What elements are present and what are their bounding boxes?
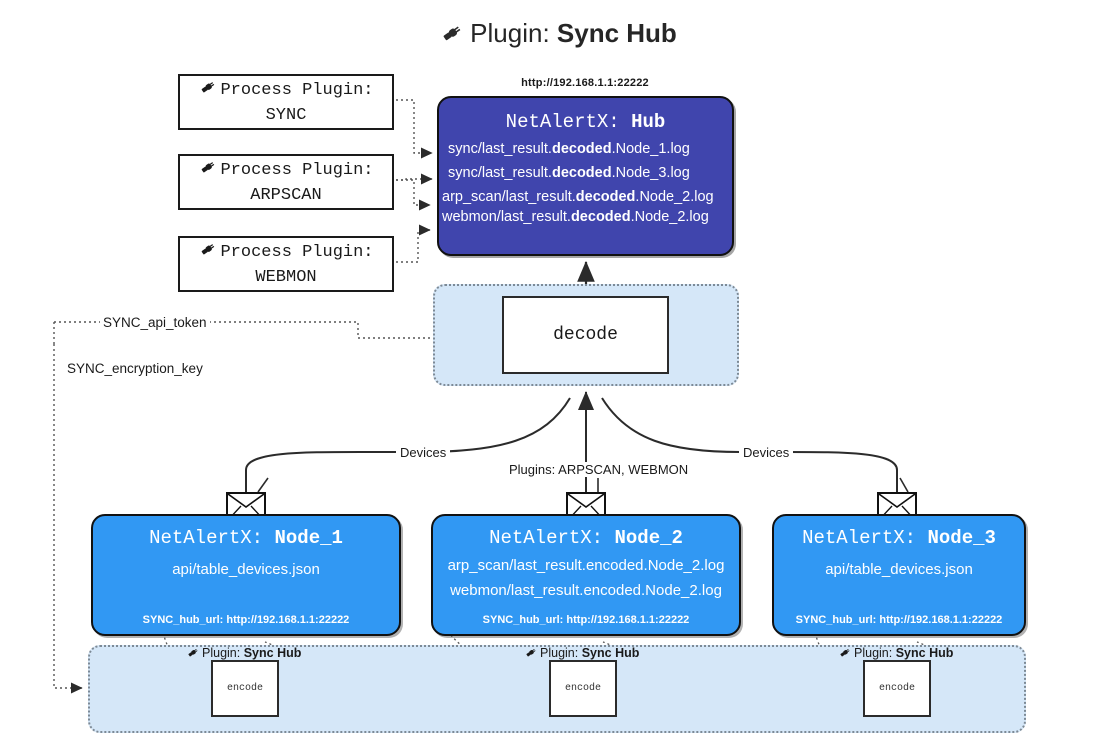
- node-title-prefix: NetAlertX:: [802, 527, 917, 549]
- plugin-name: Sync Hub: [243, 646, 302, 660]
- node-footer: SYNC_hub_url: http://192.168.1.1:22222: [795, 614, 1003, 626]
- node-title-name: Node_3: [927, 527, 996, 549]
- node-title: NetAlertX: Node_1: [93, 527, 399, 549]
- hub-log-line: sync/last_result.decoded.Node_3.log: [439, 165, 732, 181]
- process-plugin-label: Process Plugin:: [220, 243, 374, 262]
- process-plugin-name: ARPSCAN: [250, 185, 322, 205]
- process-plugin-box-webmon[interactable]: Process Plugin: WEBMON: [178, 236, 394, 292]
- sync-hub-plugin-label-1: Plugin: Sync Hub: [186, 646, 301, 662]
- process-plugin-name: SYNC: [265, 105, 307, 125]
- log-pre: arp_scan/last_result.: [442, 189, 576, 205]
- process-plugin-label: Process Plugin:: [220, 161, 374, 180]
- node-line: webmon/last_result.encoded.Node_2.log: [450, 582, 722, 599]
- log-pre: sync/last_result.: [448, 165, 552, 181]
- hub-title-name: Hub: [631, 111, 666, 133]
- hub-title-prefix: NetAlertX:: [505, 111, 620, 133]
- hub-box[interactable]: NetAlertX: Hub sync/last_result.decoded.…: [437, 96, 734, 256]
- node-title-name: Node_1: [274, 527, 343, 549]
- hub-title: NetAlertX: Hub: [439, 111, 732, 133]
- node-footer: SYNC_hub_url: http://192.168.1.1:22222: [482, 614, 690, 626]
- plug-icon: [838, 646, 852, 662]
- node-title: NetAlertX: Node_2: [433, 527, 739, 549]
- plug-icon: [198, 240, 218, 266]
- process-plugin-name: WEBMON: [255, 267, 317, 287]
- plugin-name: Sync Hub: [581, 646, 640, 660]
- process-plugin-box-sync[interactable]: Process Plugin: SYNC: [178, 74, 394, 130]
- log-bold: decoded: [551, 141, 612, 157]
- node-box-2[interactable]: NetAlertX: Node_2 arp_scan/last_result.e…: [431, 514, 741, 636]
- log-pre: sync/last_result.: [448, 141, 552, 157]
- title-plugin-name: Sync Hub: [556, 18, 677, 48]
- node-box-3[interactable]: NetAlertX: Node_3 api/table_devices.json…: [772, 514, 1026, 636]
- decode-box[interactable]: decode: [502, 296, 669, 374]
- log-post: .Node_2.log: [635, 189, 714, 205]
- plugin-prefix: Plugin:: [540, 646, 579, 660]
- devices-label-left: Devices: [396, 445, 451, 460]
- log-pre: webmon/last_result.: [442, 209, 571, 225]
- log-post: .Node_3.log: [611, 165, 690, 181]
- node-line: api/table_devices.json: [172, 561, 320, 578]
- page-title: Plugin: Sync Hub: [0, 18, 1117, 52]
- node-box-1[interactable]: NetAlertX: Node_1 api/table_devices.json…: [91, 514, 401, 636]
- node-title-prefix: NetAlertX:: [489, 527, 604, 549]
- node-title-name: Node_2: [614, 527, 683, 549]
- log-post: .Node_2.log: [630, 209, 709, 225]
- sync-hub-plugin-label-3: Plugin: Sync Hub: [838, 646, 953, 662]
- hub-log-line: webmon/last_result.decoded.Node_2.log: [439, 209, 732, 225]
- encode-box-2[interactable]: encode: [549, 660, 617, 717]
- sync-hub-plugin-label-2: Plugin: Sync Hub: [524, 646, 639, 662]
- log-bold: decoded: [570, 209, 631, 225]
- plugins-label-center: Plugins: ARPSCAN, WEBMON: [505, 462, 693, 477]
- node-title: NetAlertX: Node_3: [774, 527, 1024, 549]
- node-title-prefix: NetAlertX:: [149, 527, 264, 549]
- log-bold: decoded: [551, 165, 612, 181]
- plug-icon: [440, 21, 464, 52]
- node-line: arp_scan/last_result.encoded.Node_2.log: [447, 557, 725, 574]
- log-bold: decoded: [575, 189, 636, 205]
- plugin-prefix: Plugin:: [202, 646, 241, 660]
- log-post: .Node_1.log: [611, 141, 690, 157]
- node-line: api/table_devices.json: [825, 561, 973, 578]
- plug-icon: [198, 158, 218, 184]
- encode-box-3[interactable]: encode: [863, 660, 931, 717]
- node-footer: SYNC_hub_url: http://192.168.1.1:22222: [142, 614, 350, 626]
- plug-icon: [186, 646, 200, 662]
- plugin-name: Sync Hub: [895, 646, 954, 660]
- encode-box-1[interactable]: encode: [211, 660, 279, 717]
- devices-label-right: Devices: [739, 445, 794, 460]
- hub-log-line: sync/last_result.decoded.Node_1.log: [439, 141, 732, 157]
- plug-icon: [524, 646, 538, 662]
- hub-url-label: http://192.168.1.1:22222: [521, 77, 649, 89]
- sync-encryption-key-label: SYNC_encryption_key: [64, 361, 206, 376]
- hub-log-line: arp_scan/last_result.decoded.Node_2.log: [439, 189, 732, 205]
- plug-icon: [198, 78, 218, 104]
- process-plugin-label: Process Plugin:: [220, 81, 374, 100]
- plugin-prefix: Plugin:: [854, 646, 893, 660]
- title-prefix: Plugin:: [470, 18, 550, 48]
- process-plugin-box-arpscan[interactable]: Process Plugin: ARPSCAN: [178, 154, 394, 210]
- sync-api-token-label: SYNC_api_token: [100, 315, 210, 330]
